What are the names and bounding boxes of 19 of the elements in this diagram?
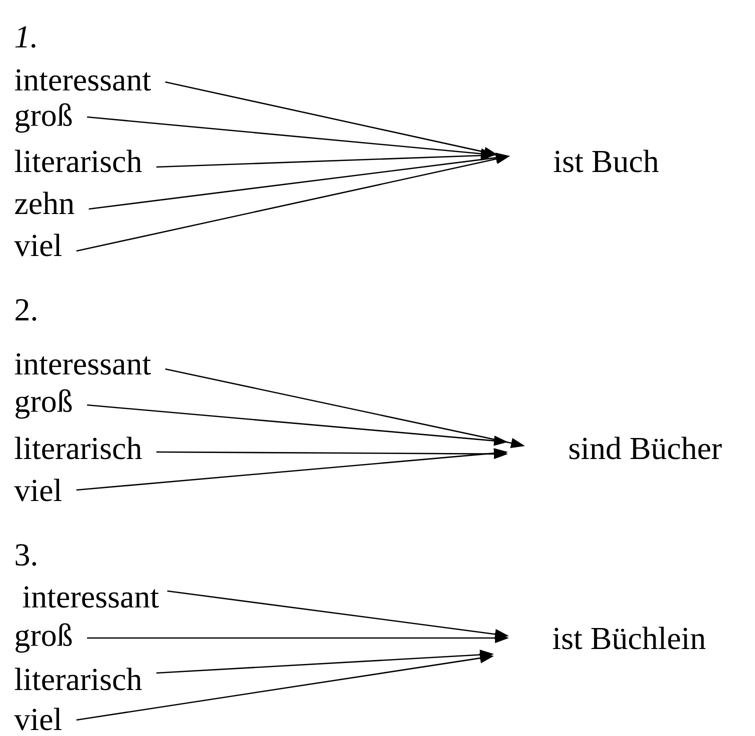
word: literarisch: [14, 150, 142, 172]
word: groß: [16, 103, 72, 133]
word: sind Bücher: [570, 436, 722, 460]
word: literarisch: [14, 668, 142, 690]
word: viel: [14, 478, 62, 502]
word: interessant: [22, 586, 159, 608]
word: ist Buch: [554, 150, 659, 172]
word: ist Büchlein: [552, 626, 706, 650]
group-number: 3.: [16, 544, 36, 566]
word: groß: [16, 389, 72, 419]
group-number: 1.: [15, 26, 36, 48]
word: interessant: [14, 69, 151, 91]
word: literarisch: [14, 436, 142, 460]
word: viel: [14, 708, 62, 730]
word: groß: [16, 623, 72, 653]
word: interessant: [14, 353, 151, 375]
word: viel: [14, 234, 62, 256]
word: zehn: [15, 192, 74, 214]
group-number: 2.: [16, 299, 36, 321]
